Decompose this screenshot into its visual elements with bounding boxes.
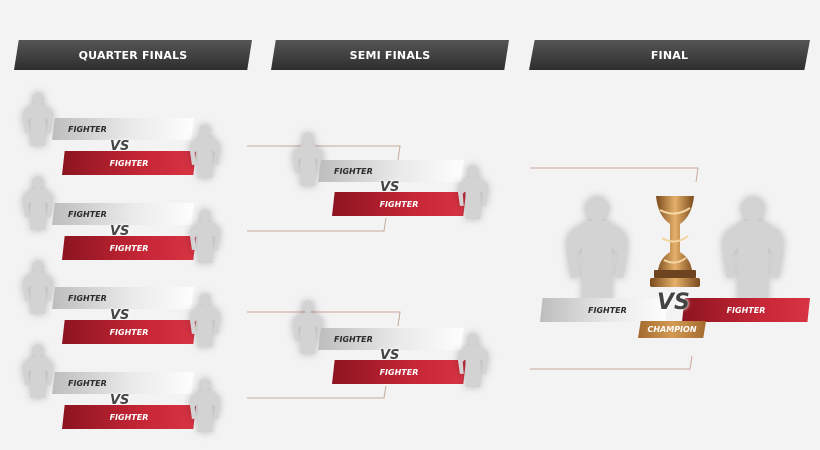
fighter-name: FIGHTER	[109, 243, 149, 253]
fighter-name: FIGHTER	[379, 367, 419, 377]
fighter-silhouette-icon	[18, 90, 58, 146]
fighter-name: FIGHTER	[68, 209, 107, 219]
stage-header-quarter-finals: QUARTER FINALS	[14, 40, 252, 70]
vs-label: VS	[380, 180, 400, 195]
fighter-name-bar[interactable]: FIGHTER	[682, 298, 810, 322]
fighter-silhouette-icon	[18, 174, 58, 230]
fighter-name: FIGHTER	[379, 199, 419, 209]
fighter-silhouette-icon	[185, 122, 225, 178]
champion-label: CHAMPION	[647, 325, 697, 334]
fighter-silhouette-icon	[185, 207, 225, 263]
fighter-silhouette-icon	[18, 258, 58, 314]
fighter-name: FIGHTER	[109, 412, 149, 422]
fighter-name: FIGHTER	[334, 334, 373, 344]
vs-label: VS	[110, 139, 130, 154]
fighter-name: FIGHTER	[109, 158, 149, 168]
fighter-name-bar[interactable]: FIGHTER	[62, 236, 196, 260]
fighter-name-bar[interactable]: FIGHTER	[52, 372, 194, 394]
fighter-silhouette-icon	[712, 192, 794, 304]
vs-label: VS	[110, 393, 130, 408]
fighter-name-bar[interactable]: FIGHTER	[332, 192, 466, 216]
fighter-name-bar[interactable]: FIGHTER	[62, 320, 196, 344]
fighter-name: FIGHTER	[334, 166, 373, 176]
vs-label: VS	[380, 348, 400, 363]
stage-header-semi-finals: SEMI FINALS	[271, 40, 509, 70]
fighter-silhouette-icon	[185, 376, 225, 432]
fighter-name: FIGHTER	[726, 305, 766, 315]
vs-label: VS	[110, 224, 130, 239]
stage-title: QUARTER FINALS	[78, 48, 188, 62]
fighter-name-bar[interactable]: FIGHTER	[62, 405, 196, 429]
fighter-name-bar[interactable]: FIGHTER	[62, 151, 196, 175]
vs-label: VS	[657, 290, 690, 315]
fighter-name-bar[interactable]: FIGHTER	[52, 287, 194, 309]
fighter-silhouette-icon	[18, 342, 58, 398]
fighter-silhouette-icon	[453, 163, 493, 219]
fighter-silhouette-icon	[453, 331, 493, 387]
fighter-name: FIGHTER	[68, 293, 107, 303]
fighter-name-bar[interactable]: FIGHTER	[540, 298, 668, 322]
stage-header-final: FINAL	[529, 40, 810, 70]
fighter-name-bar[interactable]: FIGHTER	[52, 118, 194, 140]
fighter-name: FIGHTER	[588, 305, 627, 315]
fighter-name: FIGHTER	[68, 124, 107, 134]
fighter-silhouette-icon	[185, 291, 225, 347]
fighter-name: FIGHTER	[109, 327, 149, 337]
fighter-name-bar[interactable]: FIGHTER	[318, 328, 464, 350]
fighter-name-bar[interactable]: FIGHTER	[332, 360, 466, 384]
vs-label: VS	[110, 308, 130, 323]
champion-badge: CHAMPION	[638, 321, 706, 338]
fighter-silhouette-icon	[556, 192, 638, 304]
fighter-name-bar[interactable]: FIGHTER	[52, 203, 194, 225]
stage-title: FINAL	[650, 48, 689, 62]
fighter-name: FIGHTER	[68, 378, 107, 388]
stage-title: SEMI FINALS	[349, 48, 431, 62]
fighter-name-bar[interactable]: FIGHTER	[318, 160, 464, 182]
trophy-icon	[650, 196, 700, 287]
